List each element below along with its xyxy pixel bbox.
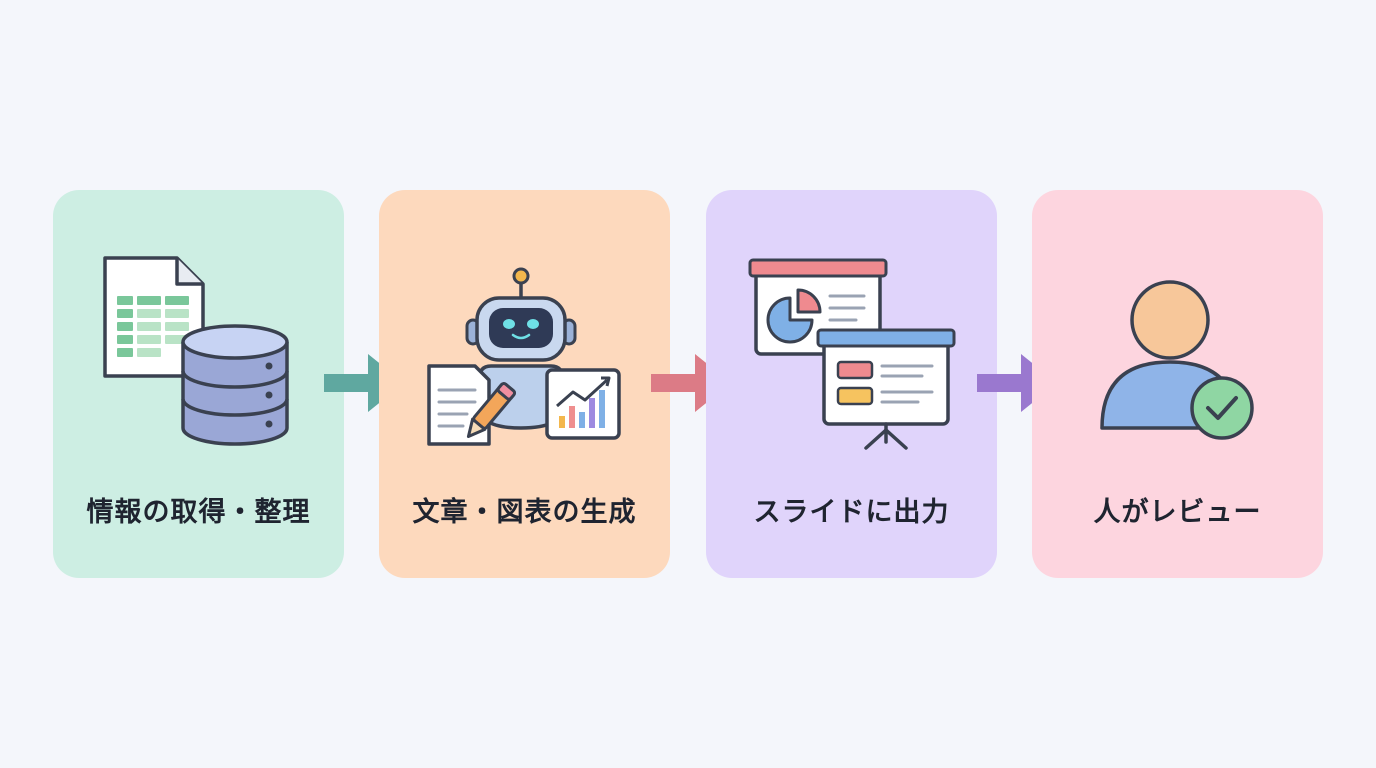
step-label: 情報の取得・整理 bbox=[86, 497, 311, 528]
step-label: 文章・図表の生成 bbox=[412, 497, 637, 528]
presentation-boards-icon bbox=[748, 258, 956, 450]
step-card-data-collection: 情報の取得・整理 bbox=[53, 190, 344, 578]
step-label: 人がレビュー bbox=[1093, 497, 1262, 528]
step-card-human-review: 人がレビュー bbox=[1032, 190, 1323, 578]
step-card-content-generation: 文章・図表の生成 bbox=[379, 190, 670, 578]
user-check-icon bbox=[1100, 280, 1254, 440]
ai-robot-icon bbox=[427, 267, 621, 446]
spreadsheet-database-icon bbox=[103, 256, 289, 446]
step-card-slide-output: スライドに出力 bbox=[706, 190, 997, 578]
step-label: スライドに出力 bbox=[753, 497, 950, 528]
